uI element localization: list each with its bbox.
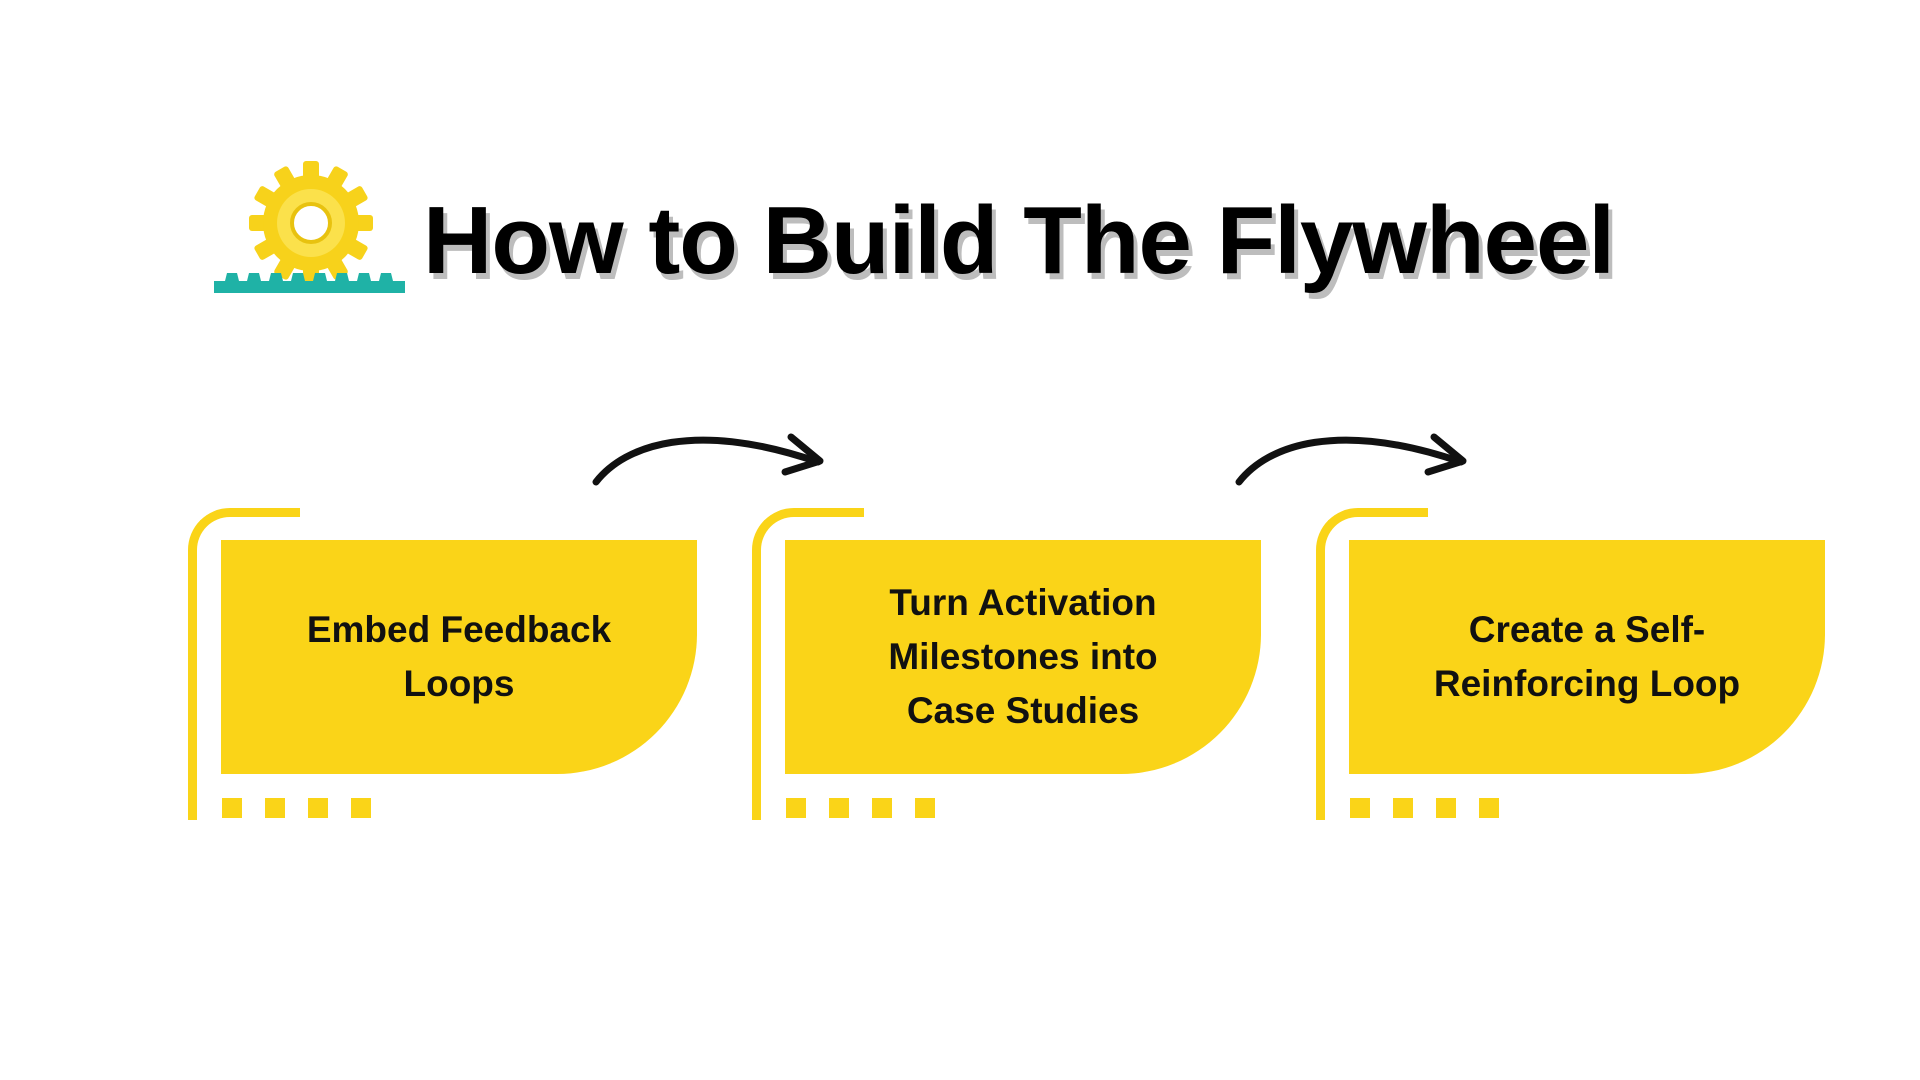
card-frame-corner <box>1316 508 1428 608</box>
square-dot <box>786 798 806 818</box>
decorative-squares <box>222 798 371 818</box>
square-dot <box>1436 798 1456 818</box>
curved-arrow-right-icon <box>1235 433 1467 486</box>
square-dot <box>1479 798 1499 818</box>
step-label: Turn Activation Milestones into Case Stu… <box>888 582 1158 731</box>
step-card-body: Embed Feedback Loops <box>221 540 697 774</box>
square-dot <box>351 798 371 818</box>
card-frame-edge <box>1316 568 1325 820</box>
step-card-self-reinforcing-loop: Create a Self-Reinforcing Loop <box>1316 508 1881 820</box>
step-label: Create a Self-Reinforcing Loop <box>1433 609 1741 704</box>
card-frame-corner <box>188 508 300 608</box>
gear-icon <box>214 161 405 293</box>
square-dot <box>1350 798 1370 818</box>
curved-arrow-right-icon <box>592 433 824 486</box>
square-dot <box>915 798 935 818</box>
decorative-squares <box>786 798 935 818</box>
decorative-squares <box>1350 798 1499 818</box>
card-frame-edge <box>188 568 197 820</box>
square-dot <box>222 798 242 818</box>
square-dot <box>829 798 849 818</box>
square-dot <box>872 798 892 818</box>
square-dot <box>308 798 328 818</box>
card-frame-edge <box>752 568 761 820</box>
step-card-case-studies: Turn Activation Milestones into Case Stu… <box>752 508 1317 820</box>
page-title: How to Build The Flywheel <box>423 187 1615 294</box>
step-card-body: Create a Self-Reinforcing Loop <box>1349 540 1825 774</box>
step-card-embed-feedback-loops: Embed Feedback Loops <box>188 508 753 820</box>
square-dot <box>265 798 285 818</box>
step-card-body: Turn Activation Milestones into Case Stu… <box>785 540 1261 774</box>
square-dot <box>1393 798 1413 818</box>
step-label: Embed Feedback Loops <box>306 609 612 704</box>
card-frame-corner <box>752 508 864 608</box>
